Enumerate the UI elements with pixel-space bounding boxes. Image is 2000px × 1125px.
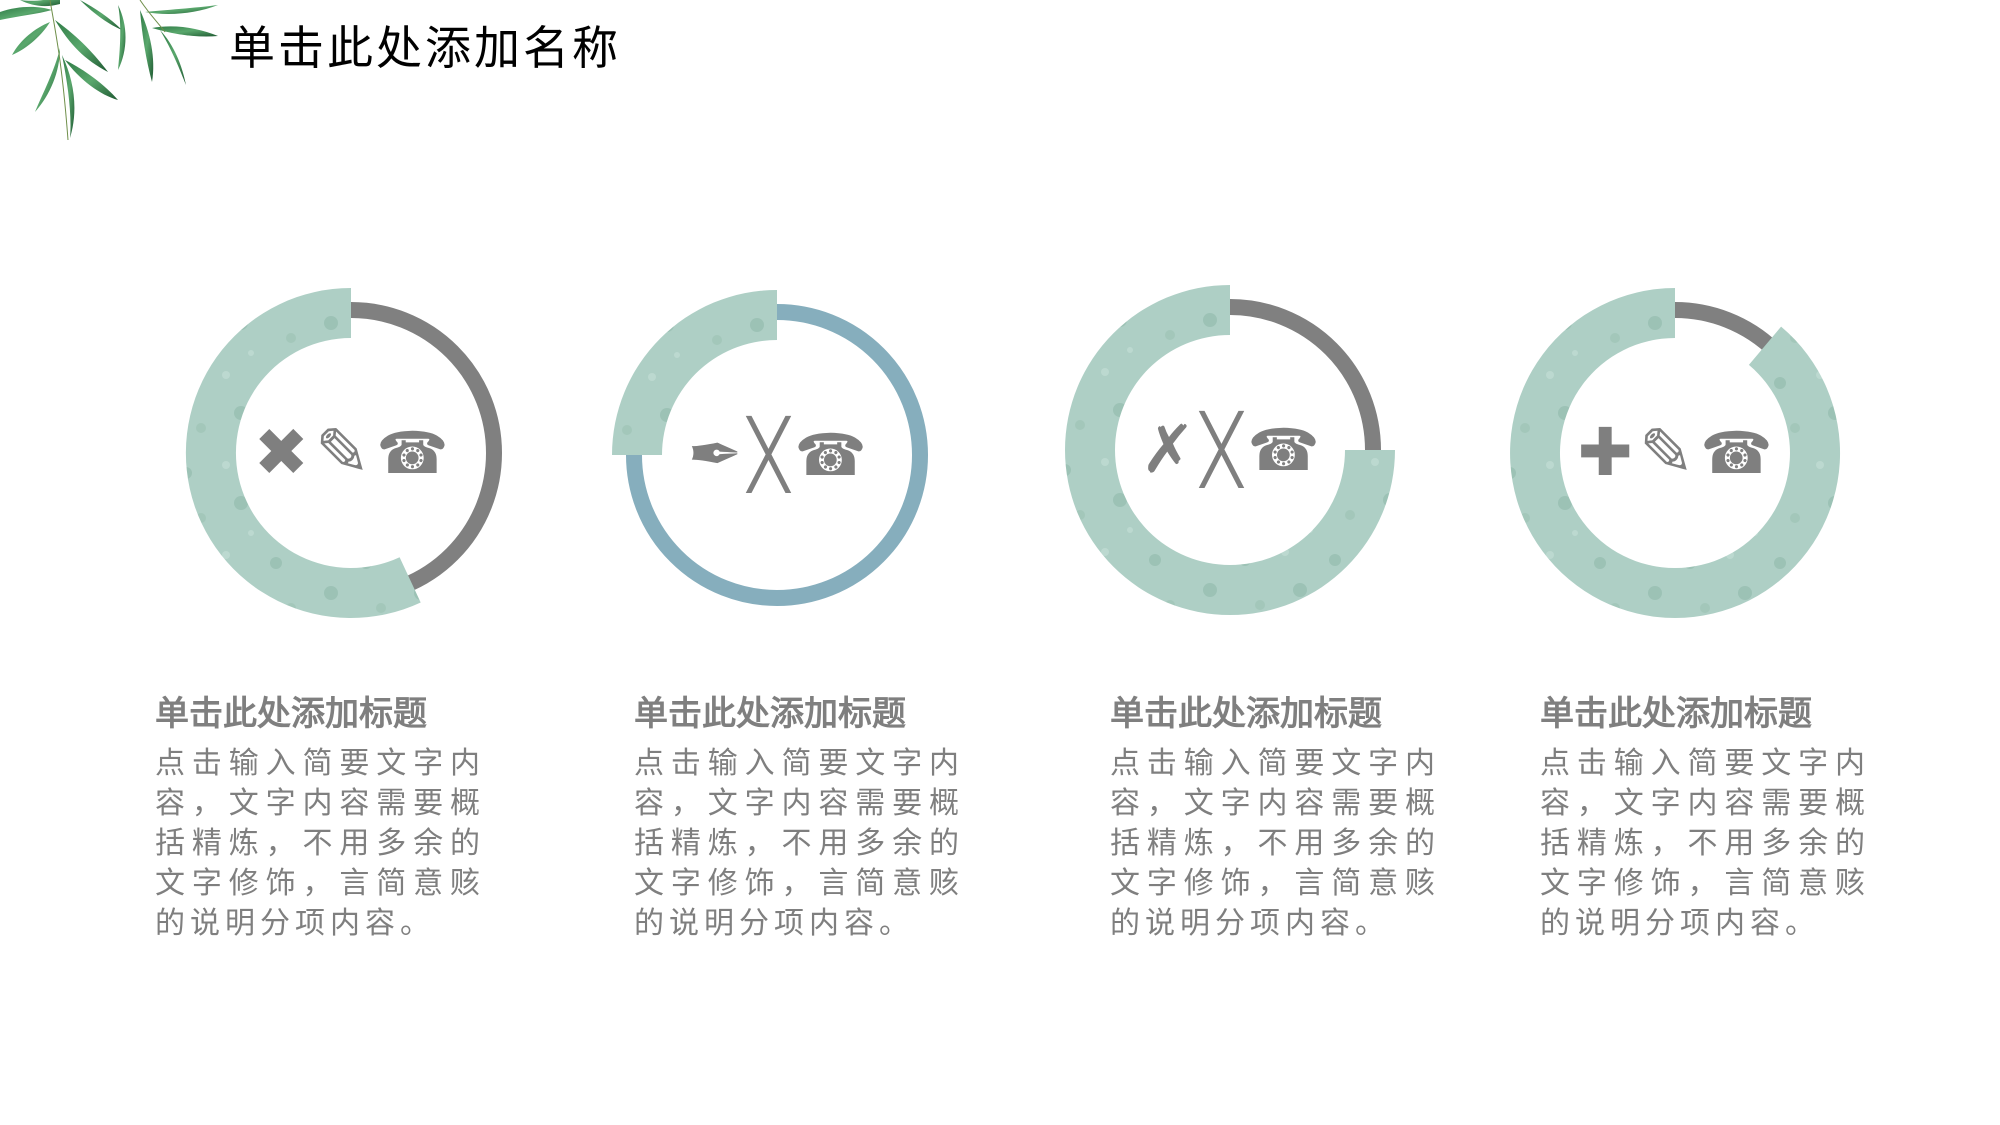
pen-nib-icon: ✒ xyxy=(687,416,743,493)
progress-ring xyxy=(612,290,928,606)
bamboo-leaves-decoration xyxy=(0,0,218,141)
icon-row: ✖ ✎ ☎ xyxy=(171,273,531,633)
item-1-graphic: ✖ ✎ ☎ xyxy=(171,273,531,633)
item-description[interactable]: 点击输入简要文字内容，文字内容需要概括精炼，不用多余的文字修饰，言简意赅的说明分… xyxy=(634,746,964,941)
item-4-text: 单击此处添加标题 点击输入简要文字内容，文字内容需要概括精炼，不用多余的文字修饰… xyxy=(1540,692,1870,944)
icon-row: ✒ ╳ ☎ xyxy=(597,275,957,635)
page-title[interactable]: 单击此处添加名称 xyxy=(229,21,621,75)
item-2-text: 单击此处添加标题 点击输入简要文字内容，文字内容需要概括精炼，不用多余的文字修饰… xyxy=(634,692,964,944)
item-description[interactable]: 点击输入简要文字内容，文字内容需要概括精炼，不用多余的文字修饰，言简意赅的说明分… xyxy=(155,746,485,941)
heavy-x-icon: ✖ xyxy=(253,414,309,491)
telephone-icon: ☎ xyxy=(794,421,867,489)
item-1-text: 单击此处添加标题 点击输入简要文字内容，文字内容需要概括精炼，不用多余的文字修饰… xyxy=(155,692,485,944)
telephone-icon: ☎ xyxy=(376,419,449,487)
icon-row: ✚ ✎ ☎ xyxy=(1495,273,1855,633)
pencil-icon: ✎ xyxy=(314,414,371,491)
progress-ring xyxy=(185,287,502,618)
progress-ring xyxy=(1510,288,1841,618)
item-description[interactable]: 点击输入简要文字内容，文字内容需要概括精炼，不用多余的文字修饰，言简意赅的说明分… xyxy=(1540,746,1870,941)
item-title[interactable]: 单击此处添加标题 xyxy=(634,694,906,734)
item-3-graphic: ✗ ╳ ☎ xyxy=(1050,270,1410,630)
item-description[interactable]: 点击输入简要文字内容，文字内容需要概括精炼，不用多余的文字修饰，言简意赅的说明分… xyxy=(1110,746,1440,941)
item-3-text: 单击此处添加标题 点击输入简要文字内容，文字内容需要概括精炼，不用多余的文字修饰… xyxy=(1110,692,1440,944)
plus-cross-icon: ✚ xyxy=(1577,414,1633,491)
progress-ring xyxy=(1065,285,1395,615)
icon-row: ✗ ╳ ☎ xyxy=(1050,270,1410,630)
item-title[interactable]: 单击此处添加标题 xyxy=(1110,694,1382,734)
ballot-x-icon: ✗ xyxy=(1140,411,1196,488)
item-2-graphic: ✒ ╳ ☎ xyxy=(597,275,957,635)
telephone-icon: ☎ xyxy=(1700,419,1773,487)
item-title[interactable]: 单击此处添加标题 xyxy=(1540,694,1812,734)
x-mark-icon: ╳ xyxy=(748,416,789,493)
pencil-icon: ✎ xyxy=(1638,414,1695,491)
x-mark-icon: ╳ xyxy=(1201,411,1242,488)
telephone-icon: ☎ xyxy=(1247,416,1320,484)
item-4-graphic: ✚ ✎ ☎ xyxy=(1495,273,1855,633)
item-title[interactable]: 单击此处添加标题 xyxy=(155,694,427,734)
